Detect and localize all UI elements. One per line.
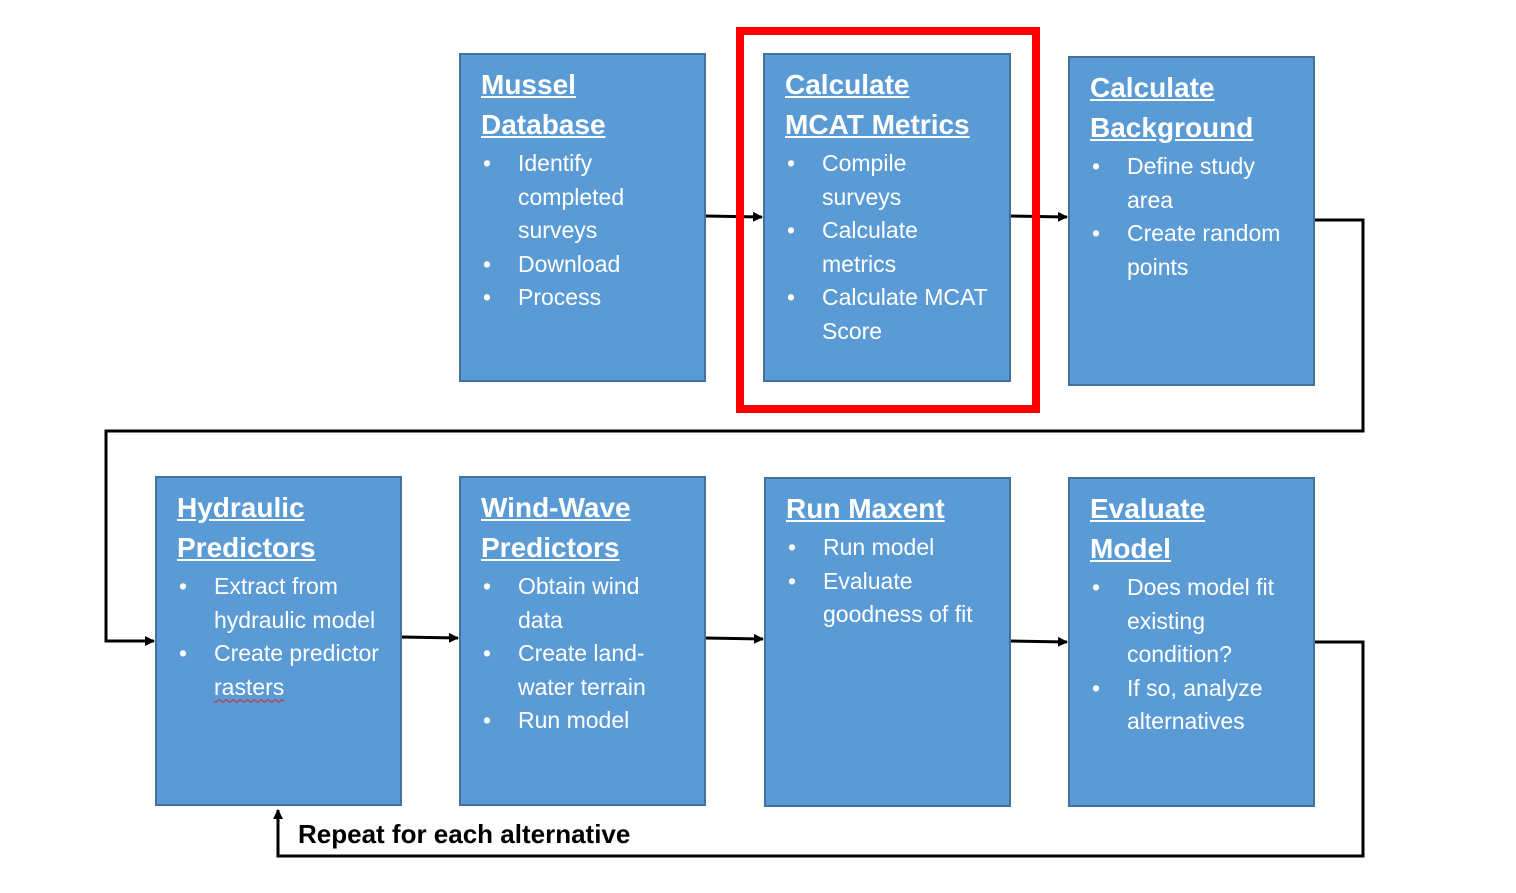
step-item-text: Run model bbox=[823, 534, 935, 560]
step-box-wind-wave-predictors: Wind-Wave Predictors • Obtain wind data •… bbox=[459, 476, 706, 806]
step-item-text: Define study area bbox=[1127, 153, 1255, 213]
arrow-hydraulic-to-windwave bbox=[400, 632, 459, 643]
step-item-text: Calculate metrics bbox=[822, 217, 918, 277]
step-box-run-maxent: Run Maxent • Run model • Evaluate goodness… bbox=[764, 477, 1011, 807]
bullet-icon: • bbox=[1092, 574, 1101, 600]
bullet-icon: • bbox=[483, 150, 492, 176]
step-item: • Extract from hydraulic model bbox=[177, 570, 380, 637]
step-item-list: • Identify completed surveys • Download • P… bbox=[481, 147, 684, 315]
bullet-icon: • bbox=[787, 217, 796, 243]
step-item: • Create predictor rasters bbox=[177, 637, 380, 704]
bullet-icon: • bbox=[179, 573, 188, 599]
step-item-text: Create random points bbox=[1127, 220, 1281, 280]
step-title: Hydraulic Predictors bbox=[177, 492, 316, 563]
bullet-icon: • bbox=[179, 640, 188, 666]
step-item: • Run model bbox=[786, 531, 989, 565]
step-item-text: Create land-water terrain bbox=[518, 640, 646, 700]
bullet-icon: • bbox=[788, 534, 797, 560]
arrow-maxent-to-evaluate bbox=[1009, 636, 1068, 647]
step-item: • Process bbox=[481, 281, 684, 315]
step-box-calculate-background: Calculate Background • Define study area … bbox=[1068, 56, 1315, 386]
spellcheck-word: rasters bbox=[214, 673, 285, 700]
step-item-text: Download bbox=[518, 250, 621, 277]
arrow-background-to-hydraulic bbox=[104, 218, 1365, 646]
step-title: Calculate Background bbox=[1090, 72, 1254, 143]
step-item-list: • Run model • Evaluate goodness of fit bbox=[786, 531, 989, 632]
step-title: Calculate MCAT Metrics bbox=[785, 69, 970, 140]
step-title: Evaluate Model bbox=[1090, 493, 1206, 564]
step-item-list: • Obtain wind data • Create land-water ter… bbox=[481, 570, 684, 738]
step-item-text: Compile surveys bbox=[822, 150, 907, 210]
step-item-text: Process bbox=[518, 284, 602, 310]
bullet-icon: • bbox=[483, 707, 492, 733]
step-item-text: If so, analyze alternatives bbox=[1127, 674, 1263, 735]
step-item-list: • Extract from hydraulic model • Create pr… bbox=[177, 570, 380, 704]
step-item-text: Evaluate goodness of fit bbox=[823, 567, 973, 628]
bullet-icon: • bbox=[787, 150, 796, 176]
step-item-text: Run model bbox=[518, 707, 630, 733]
step-item-text: Identify completed surveys bbox=[518, 150, 625, 243]
bullet-icon: • bbox=[1092, 153, 1101, 179]
step-item: • Download bbox=[481, 248, 684, 282]
repeat-loop-label: Repeat for each alternative bbox=[298, 819, 631, 849]
bullet-icon: • bbox=[483, 284, 492, 310]
arrow-repeat-loop bbox=[273, 640, 1365, 858]
step-box-mussel-database: Mussel Database • Identify completed surv… bbox=[459, 53, 706, 382]
step-box-hydraulic-predictors: Hydraulic Predictors • Extract from hydra… bbox=[155, 476, 402, 806]
arrow-windwave-to-maxent bbox=[704, 633, 764, 644]
step-item: • Identify completed surveys bbox=[481, 147, 684, 248]
step-item: • Compile surveys bbox=[785, 147, 989, 214]
step-item: • Create land-water terrain bbox=[481, 637, 684, 704]
arrow-mussel-to-mcat bbox=[704, 211, 763, 222]
bullet-icon: • bbox=[483, 573, 492, 599]
bullet-icon: • bbox=[787, 284, 796, 310]
step-item-text: Create predictor rasters bbox=[214, 640, 379, 700]
step-item: • Evaluate goodness of fit bbox=[786, 565, 989, 632]
step-item: • Calculate MCAT Score bbox=[785, 281, 989, 348]
bullet-icon: • bbox=[483, 640, 492, 666]
step-box-evaluate-model: Evaluate Model • Does model fit existing … bbox=[1068, 477, 1315, 807]
step-item: • Run model bbox=[481, 704, 684, 738]
step-item-text: Calculate MCAT Score bbox=[822, 284, 988, 344]
step-item: • Create random points bbox=[1090, 217, 1293, 284]
step-title: Run Maxent bbox=[786, 493, 945, 524]
step-item: • Obtain wind data bbox=[481, 570, 684, 637]
step-title: Wind-Wave Predictors bbox=[481, 492, 631, 563]
step-item: • Define study area bbox=[1090, 150, 1293, 217]
step-title: Mussel Database bbox=[481, 69, 606, 140]
bullet-icon: • bbox=[1092, 674, 1101, 701]
highlight-frame bbox=[736, 27, 1040, 413]
step-item-text: Extract from hydraulic model bbox=[214, 573, 376, 633]
step-item: • Does model fit existing condition? bbox=[1090, 571, 1293, 672]
step-item-text: Does model fit existing condition? bbox=[1127, 574, 1275, 667]
step-item-list: • Does model fit existing condition? • If … bbox=[1090, 571, 1293, 739]
bullet-icon: • bbox=[483, 250, 492, 277]
bullet-icon: • bbox=[1092, 220, 1101, 246]
step-item-list: • Define study area • Create random points bbox=[1090, 150, 1293, 284]
step-item-list: • Compile surveys • Calculate metrics • Cal… bbox=[785, 147, 989, 348]
step-item: • If so, analyze alternatives bbox=[1090, 672, 1293, 739]
step-item-text: Obtain wind data bbox=[518, 573, 640, 633]
step-item: • Calculate metrics bbox=[785, 214, 989, 281]
bullet-icon: • bbox=[788, 567, 797, 594]
step-box-calculate-mcat-metrics: Calculate MCAT Metrics • Compile surveys … bbox=[763, 53, 1011, 382]
